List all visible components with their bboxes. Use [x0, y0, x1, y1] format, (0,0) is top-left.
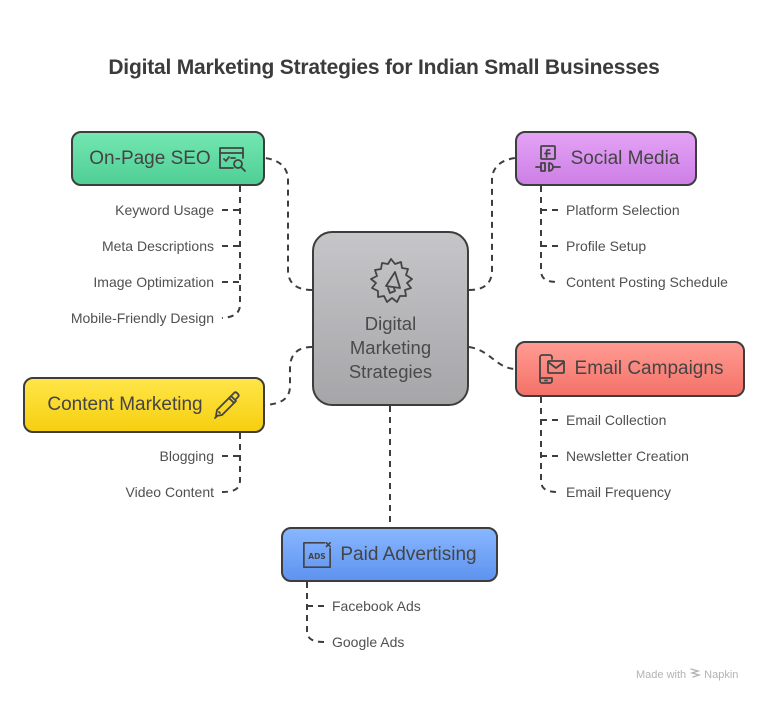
connector-center-social — [468, 157, 516, 291]
paid-item-google-ads: Google Ads — [332, 634, 405, 650]
social-item-profile-setup: Profile Setup — [566, 238, 647, 254]
seo-item-image-optimization: Image Optimization — [93, 274, 214, 290]
mobile-email-icon — [537, 354, 567, 384]
connector-seo-items — [221, 186, 241, 319]
connector-social-items — [540, 186, 559, 283]
connector-email-items — [540, 397, 559, 493]
branch-on-page-seo[interactable]: On-Page SEO — [71, 131, 265, 186]
branch-paid-advertising-label: Paid Advertising — [340, 543, 477, 565]
branch-content-marketing-label: Content Marketing — [47, 394, 203, 415]
email-item-email-frequency: Email Frequency — [566, 484, 672, 500]
branch-content-marketing[interactable]: Content Marketing — [23, 377, 265, 433]
branch-on-page-seo-label: On-Page SEO — [89, 147, 211, 169]
watermark-brand: Napkin — [704, 668, 739, 681]
center-label-line-3: Strategies — [348, 360, 433, 382]
center-node[interactable]: Digital Marketing Strategies — [312, 231, 469, 406]
diagram-title: Digital Marketing Strategies for Indian … — [108, 56, 660, 79]
email-item-newsletter-creation: Newsletter Creation — [566, 448, 689, 464]
connector-center-seo — [264, 157, 313, 291]
paid-item-facebook-ads: Facebook Ads — [332, 598, 421, 614]
seo-item-keyword-usage: Keyword Usage — [115, 202, 214, 218]
branch-email-campaigns-label: Email Campaigns — [574, 358, 724, 379]
branch-social-media-label: Social Media — [570, 147, 680, 169]
email-item-email-collection: Email Collection — [566, 412, 667, 428]
facebook-plug-icon — [533, 144, 563, 174]
pencil-icon — [211, 390, 241, 420]
content-item-video-content: Video Content — [125, 484, 214, 500]
napkin-logo-icon — [689, 667, 702, 682]
content-item-blogging: Blogging — [159, 448, 215, 464]
megaphone-gear-icon — [363, 254, 419, 310]
svg-text:ADS: ADS — [309, 551, 326, 560]
watermark-prefix: Made with — [636, 668, 687, 681]
seo-item-meta-descriptions: Meta Descriptions — [101, 238, 214, 254]
napkin-watermark[interactable]: Made with Napkin — [636, 667, 738, 682]
social-item-platform-selection: Platform Selection — [566, 202, 680, 218]
connector-center-email — [468, 346, 516, 370]
connector-paid-items — [306, 582, 325, 643]
seo-item-mobile-friendly-design: Mobile-Friendly Design — [70, 310, 214, 326]
connector-content-items — [221, 433, 241, 493]
browser-search-icon — [217, 144, 247, 174]
branch-paid-advertising[interactable]: ADS Paid Advertising — [281, 527, 498, 582]
center-label-line-2: Marketing — [349, 336, 432, 358]
connector-center-content — [264, 346, 313, 406]
social-item-content-posting-schedule: Content Posting Schedule — [566, 274, 728, 290]
branch-email-campaigns[interactable]: Email Campaigns — [515, 341, 745, 397]
center-label-line-1: Digital — [364, 312, 417, 334]
ads-icon: ADS — [302, 540, 332, 570]
branch-social-media[interactable]: Social Media — [515, 131, 697, 186]
